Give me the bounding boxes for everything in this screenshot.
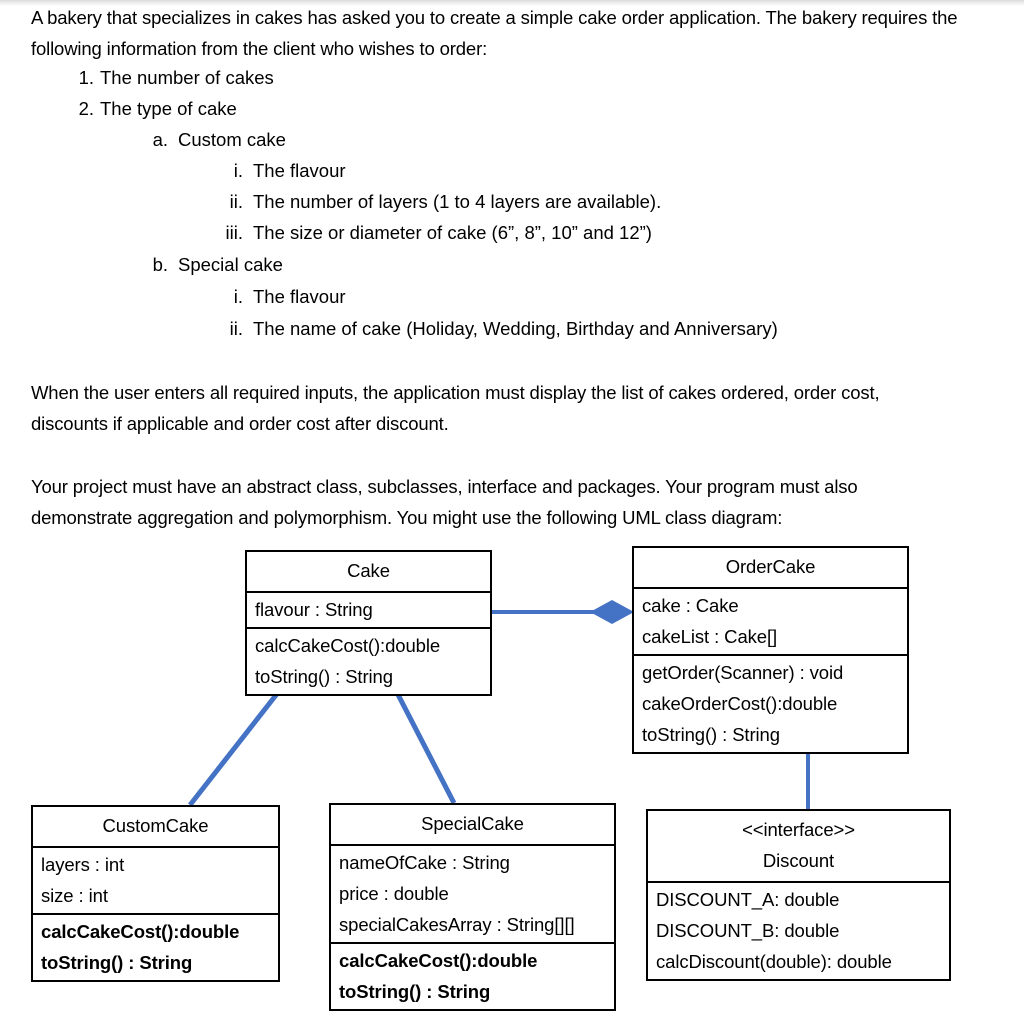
uml-class-customcake-title-section: CustomCake	[33, 807, 278, 846]
list-text: The size or diameter of cake (6”, 8”, 10…	[253, 222, 652, 243]
uml-class-ordercake-methods: getOrder(Scanner) : void cakeOrderCost()…	[634, 654, 907, 752]
intro-paragraph: A bakery that specializes in cakes has a…	[31, 7, 958, 59]
list-text: Custom cake	[178, 129, 286, 150]
uml-class-name: SpecialCake	[421, 813, 524, 834]
uml-attribute: specialCakesArray : String[][]	[339, 914, 575, 935]
uml-class-customcake-methods: calcCakeCost():double toString() : Strin…	[33, 913, 278, 980]
list-text: The flavour	[253, 286, 346, 307]
uml-stereotype: <<interface>>	[742, 819, 855, 840]
page-top-band	[0, 0, 1024, 6]
uml-class-ordercake-attributes: cake : Cake cakeList : Cake[]	[634, 587, 907, 654]
list-marker: a.	[152, 129, 168, 150]
uml-class-specialcake-methods: calcCakeCost():double toString() : Strin…	[331, 942, 614, 1009]
uml-class-name: OrderCake	[725, 556, 816, 577]
uml-attribute: size : int	[41, 885, 108, 906]
uml-interface-name: Discount	[762, 850, 835, 871]
list-text: Special cake	[178, 254, 283, 275]
uml-class-specialcake-attributes: nameOfCake : String price : double speci…	[331, 844, 614, 942]
uml-interface-discount-members: DISCOUNT_A: double DISCOUNT_B: double ca…	[648, 881, 949, 979]
list-marker: 1.	[78, 67, 94, 88]
uml-method: toString() : String	[339, 981, 491, 1002]
uml-class-customcake: CustomCake layers : int size : int calcC…	[31, 805, 280, 982]
uml-class-cake: Cake flavour : String calcCakeCost():dou…	[245, 550, 492, 696]
uml-class-cake-methods: calcCakeCost():double toString() : Strin…	[247, 627, 490, 694]
list-text: The flavour	[253, 160, 346, 181]
uml-class-specialcake: SpecialCake nameOfCake : String price : …	[329, 803, 616, 1011]
requirements-paragraph: Your project must have an abstract class…	[31, 476, 858, 528]
uml-method: toString() : String	[41, 952, 193, 973]
uml-method: calcCakeCost():double	[339, 950, 538, 971]
uml-attribute: cakeList : Cake[]	[642, 626, 778, 647]
aggregation-diamond	[590, 600, 634, 624]
uml-interface-discount-title-section: <<interface>> Discount	[648, 811, 949, 881]
generalization-customcake-cake	[188, 679, 289, 807]
uml-class-name: CustomCake	[102, 815, 209, 836]
uml-class-customcake-attributes: layers : int size : int	[33, 846, 278, 913]
list-marker: iii.	[225, 222, 243, 243]
uml-attribute: cake : Cake	[642, 595, 739, 616]
uml-method: calcCakeCost():double	[41, 921, 240, 942]
uml-method: calcCakeCost():double	[255, 635, 441, 656]
uml-attribute: DISCOUNT_A: double	[656, 889, 840, 910]
uml-method: toString() : String	[255, 666, 393, 687]
list-marker: ii.	[229, 318, 243, 339]
uml-class-ordercake: OrderCake cake : Cake cakeList : Cake[] …	[632, 546, 909, 754]
uml-attribute: nameOfCake : String	[339, 852, 510, 873]
list-marker: i.	[233, 286, 243, 307]
aggregation-cake-ordercake	[491, 600, 634, 624]
uml-class-name: Cake	[347, 560, 390, 581]
uml-class-cake-title-section: Cake	[247, 552, 490, 591]
uml-method: cakeOrderCost():double	[642, 693, 838, 714]
list-marker: ii.	[229, 191, 243, 212]
list-text: The name of cake (Holiday, Wedding, Birt…	[253, 318, 778, 339]
list-marker: i.	[233, 160, 243, 181]
uml-attribute: price : double	[339, 883, 449, 904]
generalization-specialcake-cake	[388, 679, 457, 805]
uml-attribute: DISCOUNT_B: double	[656, 920, 840, 941]
list-text: The type of cake	[100, 98, 237, 119]
outputs-paragraph: When the user enters all required inputs…	[31, 382, 880, 434]
list-text: The number of layers (1 to 4 layers are …	[253, 191, 662, 212]
uml-attribute: layers : int	[41, 854, 125, 875]
list-text: The number of cakes	[100, 67, 274, 88]
list-marker: 2.	[78, 98, 94, 119]
uml-method: toString() : String	[642, 724, 780, 745]
uml-class-specialcake-title-section: SpecialCake	[331, 805, 614, 844]
list-marker: b.	[152, 254, 168, 275]
uml-interface-discount: <<interface>> Discount DISCOUNT_A: doubl…	[646, 809, 951, 981]
uml-class-ordercake-title-section: OrderCake	[634, 548, 907, 587]
uml-method: calcDiscount(double): double	[656, 951, 892, 972]
uml-class-cake-attributes: flavour : String	[247, 591, 490, 627]
uml-attribute: flavour : String	[255, 599, 373, 620]
uml-method: getOrder(Scanner) : void	[642, 662, 844, 683]
